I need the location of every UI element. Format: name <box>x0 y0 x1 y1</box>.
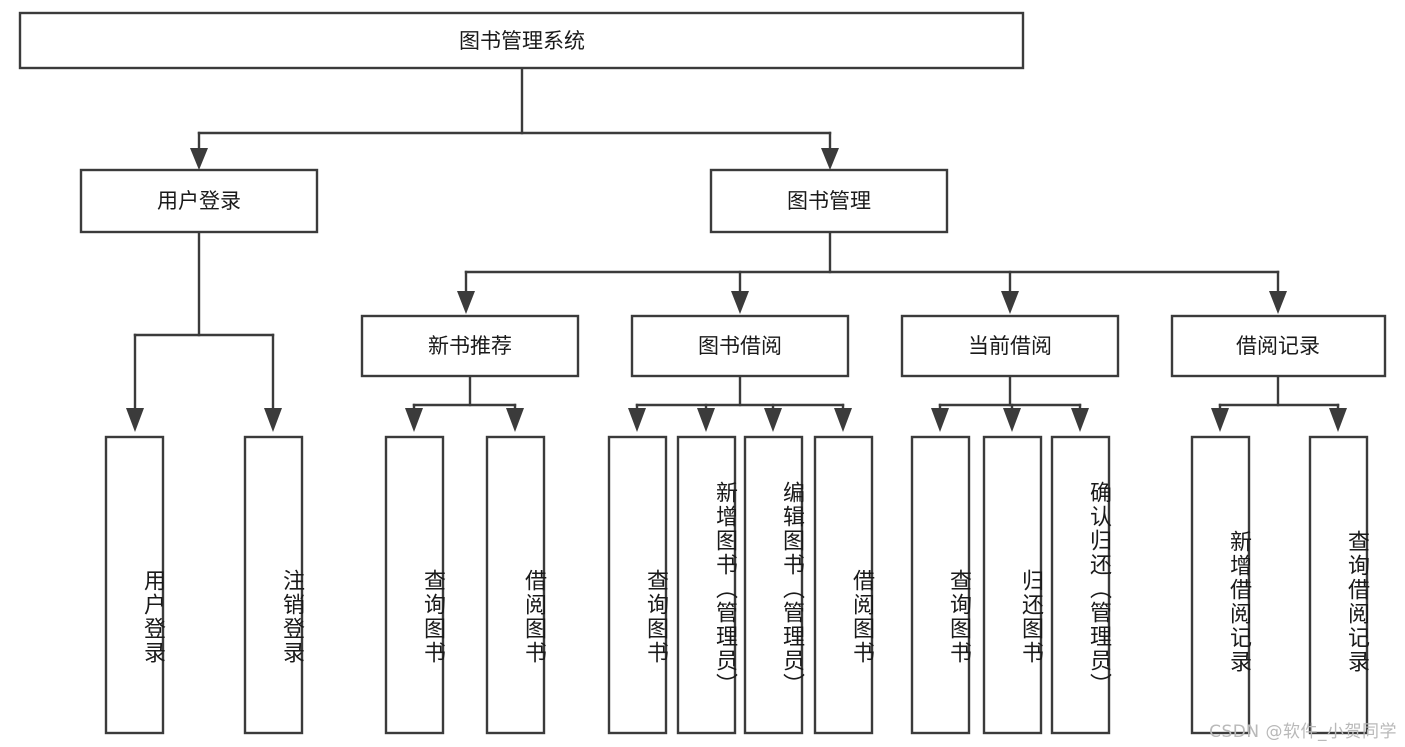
node-box-new-book-recommend[interactable] <box>360 314 580 378</box>
arrow-leaf-borrow-book-2 <box>834 408 852 432</box>
node-box-root[interactable] <box>18 11 1025 70</box>
arrow-leaf-user-login <box>126 408 144 432</box>
arrow-to-borrow-record <box>1269 291 1287 314</box>
node-box-current-borrow[interactable] <box>900 314 1120 378</box>
watermark-text: CSDN @软件_小贺同学 <box>1209 722 1397 742</box>
node-box-leaf-borrow-book-1[interactable] <box>485 435 546 735</box>
arrow-to-book-borrow <box>731 291 749 314</box>
node-label-current-borrow: 当前借阅 <box>968 334 1052 358</box>
node-box-book-management[interactable] <box>709 168 949 234</box>
node-box-book-borrow[interactable] <box>630 314 850 378</box>
node-box-leaf-logout-login[interactable] <box>243 435 304 735</box>
node-label-book-borrow: 图书借阅 <box>698 334 782 358</box>
arrow-to-book-mgmt <box>821 148 839 170</box>
arrow-leaf-query-book-3 <box>931 408 949 432</box>
node-label-new-book-recommend: 新书推荐 <box>428 334 512 358</box>
arrow-leaf-return-book <box>1003 408 1021 432</box>
node-box-leaf-query-book-3[interactable] <box>910 435 971 735</box>
node-label-root: 图书管理系统 <box>459 29 585 53</box>
node-box-leaf-user-login[interactable] <box>104 435 165 735</box>
arrow-leaf-logout-login <box>264 408 282 432</box>
node-layer: 图书管理系统 用户登录 图书管理 新书推荐 图书借阅 当前借阅 借阅记录 <box>18 11 1387 735</box>
arrow-leaf-borrow-book-1 <box>506 408 524 432</box>
node-box-borrow-record[interactable] <box>1170 314 1387 378</box>
node-label-book-management: 图书管理 <box>787 189 871 213</box>
node-box-leaf-add-borrow-record[interactable] <box>1190 435 1251 735</box>
node-box-leaf-borrow-book-2[interactable] <box>813 435 874 735</box>
node-box-leaf-query-borrow-record[interactable] <box>1308 435 1369 735</box>
arrow-to-current-borrow <box>1001 291 1019 314</box>
node-box-leaf-add-book[interactable] <box>676 435 737 735</box>
arrow-leaf-confirm-return <box>1071 408 1089 432</box>
arrow-leaf-query-book-2 <box>628 408 646 432</box>
arrow-leaf-query-book-1 <box>405 408 423 432</box>
node-label-borrow-record: 借阅记录 <box>1236 334 1320 358</box>
arrow-to-user-login <box>190 148 208 170</box>
arrow-leaf-add-record <box>1211 408 1229 432</box>
node-box-leaf-query-book-2[interactable] <box>607 435 668 735</box>
arrow-leaf-add-book <box>697 408 715 432</box>
node-box-leaf-query-book-1[interactable] <box>384 435 445 735</box>
node-box-leaf-confirm-return[interactable] <box>1050 435 1111 735</box>
arrow-leaf-query-record <box>1329 408 1347 432</box>
node-box-leaf-edit-book[interactable] <box>743 435 804 735</box>
node-box-leaf-return-book[interactable] <box>982 435 1043 735</box>
connector-layer <box>126 66 1347 432</box>
node-box-user-login[interactable] <box>79 168 319 234</box>
node-label-user-login: 用户登录 <box>157 189 241 213</box>
arrow-to-new-book-rec <box>457 291 475 314</box>
arrow-leaf-edit-book <box>764 408 782 432</box>
